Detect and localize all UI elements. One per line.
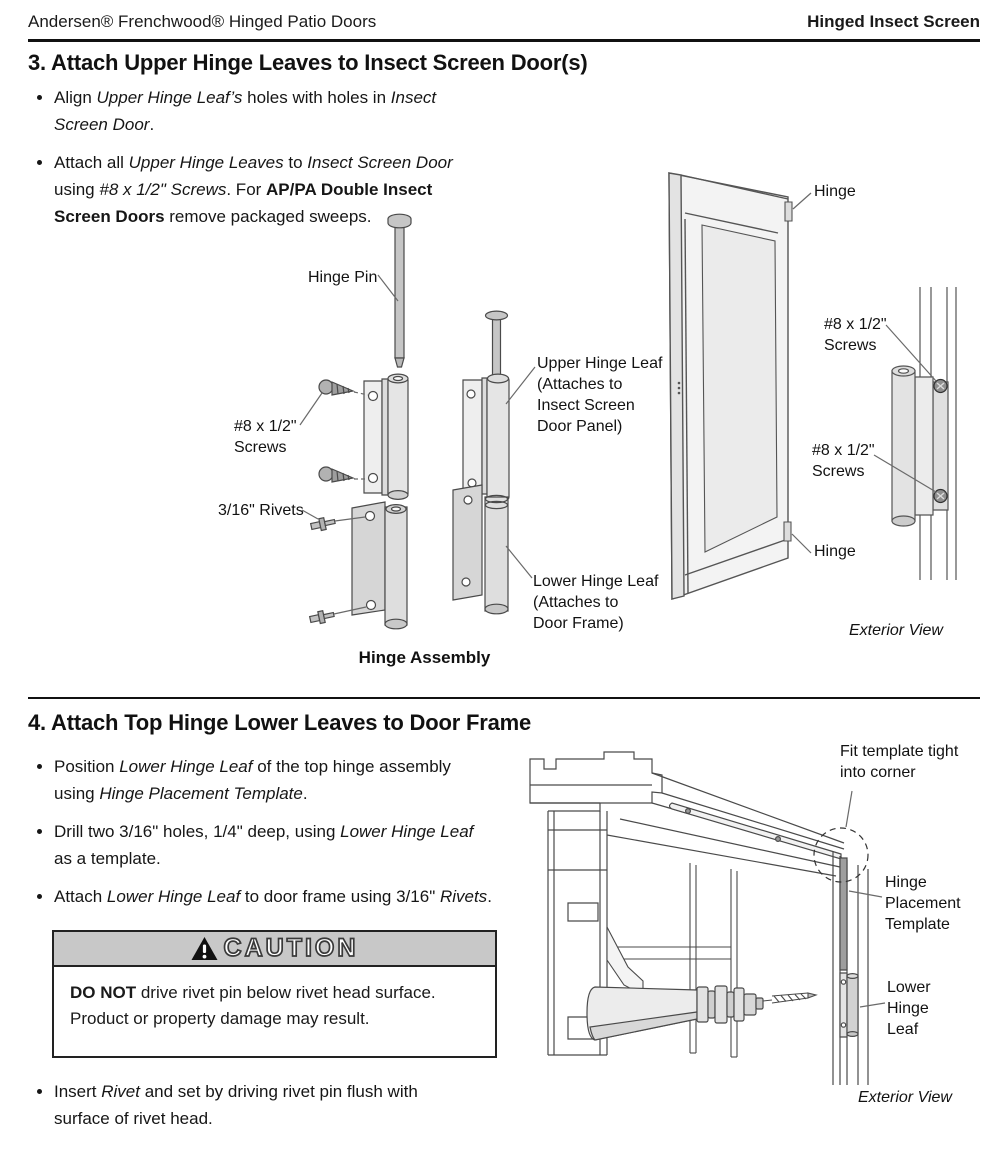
list-item: Attach Lower Hinge Leaf to door frame us…	[54, 883, 496, 910]
upper-leaf-label: Upper Hinge Leaf (Attaches to Insect Scr…	[537, 355, 663, 435]
page-header: Andersen® Frenchwood® Hinged Patio Doors…	[28, 12, 980, 42]
hinge-bottom-label: Hinge	[814, 543, 856, 560]
warning-icon	[191, 937, 218, 960]
screen-door	[669, 173, 811, 599]
hinge-assembly-diagram	[195, 205, 540, 655]
exterior-view-caption: Exterior View	[849, 622, 943, 639]
screws-label: #8 x 1/2" Screws	[234, 418, 297, 456]
hinge-pin-label: Hinge Pin	[308, 269, 378, 286]
list-item: Attach all Upper Hinge Leaves to Insect …	[54, 149, 484, 230]
hinge-placement-template-part	[840, 858, 847, 970]
hinge-closeup	[874, 287, 956, 580]
screen-door-diagram	[655, 165, 1008, 645]
screws-top-label: #8 x 1/2" Screws	[824, 316, 887, 354]
list-item: Drill two 3/16" holes, 1/4" deep, using …	[54, 818, 496, 872]
doc-section-title: Hinged Insect Screen	[807, 12, 980, 31]
assembled-hinge	[453, 311, 535, 614]
section4-title: 4. Attach Top Hinge Lower Leaves to Door…	[28, 710, 531, 735]
door-panel-lines	[607, 863, 737, 1057]
exterior-view-caption-2: Exterior View	[858, 1089, 952, 1106]
final-bullet-list: Insert Rivet and set by driving rivet pi…	[38, 1078, 474, 1143]
caution-box: CAUTION DO NOT drive rivet pin below riv…	[52, 930, 497, 1058]
list-item: Align Upper Hinge Leaf’s holes with hole…	[54, 84, 484, 138]
section4-bullet-list: Position Lower Hinge Leaf of the top hin…	[38, 753, 496, 921]
section-divider	[28, 697, 980, 699]
side-jamb	[814, 791, 885, 1085]
drill-bit	[763, 993, 816, 1003]
assembly-caption: Hinge Assembly	[358, 648, 491, 667]
screws-bottom-label: #8 x 1/2" Screws	[812, 442, 875, 480]
lower-hinge-leaf-exploded	[352, 502, 407, 629]
section3-bullet-list: Align Upper Hinge Leaf’s holes with hole…	[38, 84, 484, 241]
head-frame-slant	[607, 773, 844, 876]
rivet-icons	[302, 510, 366, 625]
lower-leaf-label: Lower Hinge Leaf (Attaches to Door Frame…	[533, 573, 659, 632]
fit-corner-circle	[814, 828, 868, 882]
placement-template-label: Hinge Placement Template	[885, 874, 961, 933]
doc-title: Andersen® Frenchwood® Hinged Patio Doors	[28, 12, 377, 31]
fit-template-label: Fit template tight into corner	[840, 743, 959, 781]
section3-title: 3. Attach Upper Hinge Leaves to Insect S…	[28, 50, 588, 75]
drill	[587, 986, 816, 1040]
drill-template-diagram	[510, 735, 1008, 1130]
upper-hinge-leaf-exploded	[364, 374, 408, 499]
head-jamb-profile	[530, 752, 662, 1055]
caution-header: CAUTION	[54, 932, 495, 967]
caution-body: DO NOT drive rivet pin below rivet head …	[70, 983, 436, 1028]
hinge-top-label: Hinge	[814, 183, 856, 200]
lower-hinge-leaf-label: Lower Hinge Leaf	[887, 979, 931, 1038]
caution-title: CAUTION	[223, 933, 359, 963]
list-item: Position Lower Hinge Leaf of the top hin…	[54, 753, 496, 807]
hinge-pin	[378, 214, 411, 367]
list-item: Insert Rivet and set by driving rivet pi…	[54, 1078, 474, 1132]
rivets-label: 3/16" Rivets	[218, 502, 304, 519]
screw-icons	[300, 380, 368, 482]
